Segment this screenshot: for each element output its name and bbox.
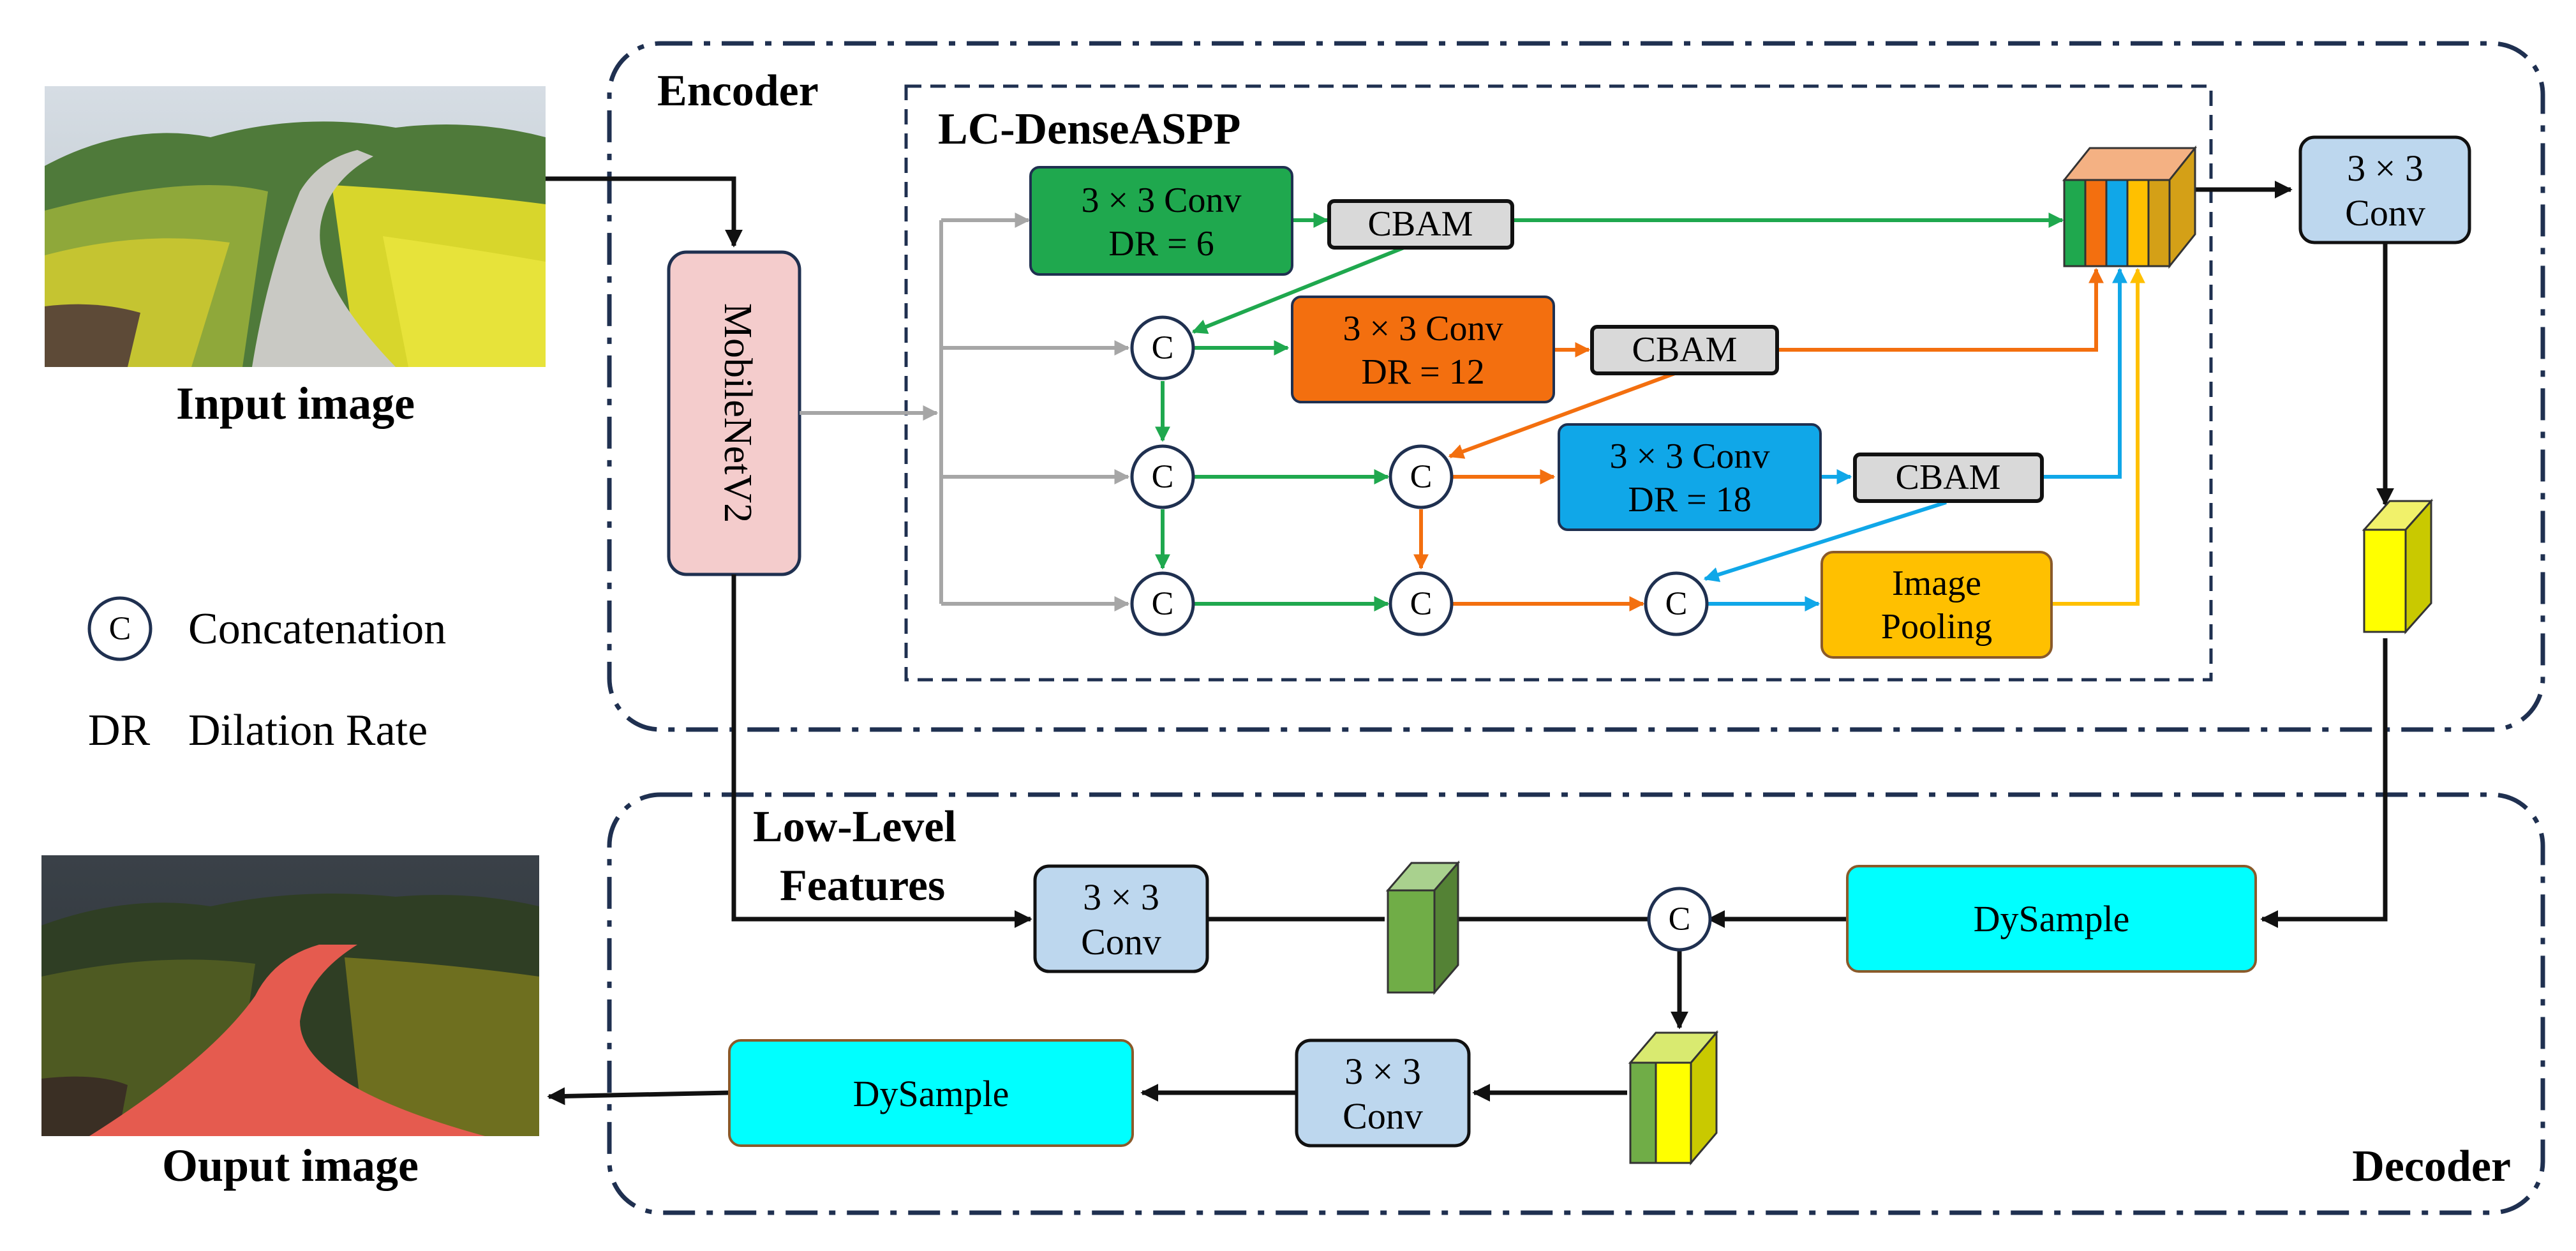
low-level-conv-line1: 3 × 3 [1083,876,1159,918]
conv-dr12-line2: DR = 12 [1361,352,1484,392]
low-level-conv-block [1033,864,1209,973]
conv-dr18-line1: 3 × 3 Conv [1610,437,1770,476]
concat-node-r1: C [1130,315,1195,380]
conv-dr6-line2: DR = 6 [1108,224,1214,264]
svg-text:C: C [1410,459,1433,495]
svg-text:C: C [1669,901,1691,938]
main-flow-arrows [546,176,2394,1105]
cbam-block-1 [1327,199,1514,250]
mobilenetv2-label: MobileNetV2 [716,303,759,523]
svg-text:C: C [1410,586,1433,622]
aspp-title: LC-DenseASPP [938,105,1240,154]
svg-text:C: C [109,611,131,647]
conv-dr6-line1: 3 × 3 Conv [1082,181,1242,220]
dysample-block-1 [1846,865,2257,973]
svg-text:C: C [1152,586,1174,622]
conv-dr18-block [1558,423,1822,531]
conv-dr18-line2: DR = 18 [1628,480,1751,520]
decoder-conv-line2: Conv [1343,1095,1423,1137]
encoder-output-feature [2362,498,2434,634]
concat-node-r3a: C [1130,571,1195,636]
image-pooling-line1: Image [1892,564,1981,603]
image-pooling-block [1820,551,2053,659]
encoder-conv-line2: Conv [2345,192,2425,234]
branch2-arrows [1413,267,2104,611]
aspp-frame [904,84,2213,682]
cbam-label-3: CBAM [1896,458,2001,497]
legend-concat-text: Concatenation [188,604,446,654]
aspp-input-arrows [800,213,1130,611]
aspp-concat-feature-block [2062,145,2198,269]
branch1-arrows [1155,213,2064,611]
cbam-label-1: CBAM [1368,204,1473,244]
image-pooling-line2: Pooling [1881,607,1992,647]
svg-text:C: C [1152,330,1174,366]
svg-text:C: C [1665,586,1688,622]
legend-dilation-rate: DR Dilation Rate [88,706,428,755]
legend-concat-symbol [87,596,153,661]
conv-dr12-block [1291,296,1555,403]
concat-node-r3b: C [1389,571,1454,636]
output-image [41,855,539,1136]
dysample-label-1: DySample [1974,898,2130,940]
input-image [45,86,546,367]
input-caption: Input image [176,378,415,429]
low-level-conv-line2: Conv [1081,921,1161,963]
low-level-feature [1385,860,1461,996]
encoder-frame [607,41,2545,732]
legend-dr-symbol: DR [88,706,151,755]
svg-text:C: C [1152,459,1174,495]
decoder-conv-line1: 3 × 3 [1344,1051,1421,1092]
decoder-frame [607,792,2545,1215]
pooling-arrow [2051,267,2145,606]
decoder-concat-feature [1628,1030,1719,1166]
concat-node-r3c: C [1644,571,1709,636]
encoder-conv-line1: 3 × 3 [2347,147,2423,189]
legend-concatenation: C Concatenation [87,596,446,661]
encoder-label: Encoder [657,66,819,116]
encoder-conv-block [2298,135,2471,244]
concat-node-r2a: C [1130,444,1195,509]
conv-dr6-block [1029,166,1293,276]
cbam-label-2: CBAM [1632,330,1738,370]
legend-dr-text: Dilation Rate [188,706,428,755]
cbam-block-2 [1590,325,1779,375]
branch3-arrows [1703,267,2127,611]
dysample-block-2 [728,1039,1134,1147]
cbam-block-3 [1853,453,2044,503]
conv-dr12-line1: 3 × 3 Conv [1343,309,1503,348]
decoder-concat-node: C [1647,887,1712,952]
low-level-label-1: Low-Level [753,802,957,851]
decoder-label: Decoder [2352,1142,2511,1191]
decoder-conv-block [1295,1038,1471,1148]
low-level-label-2: Features [780,861,945,910]
concat-node-r2b: C [1389,444,1454,509]
dysample-label-2: DySample [853,1073,1009,1114]
output-caption: Ouput image [162,1140,419,1191]
